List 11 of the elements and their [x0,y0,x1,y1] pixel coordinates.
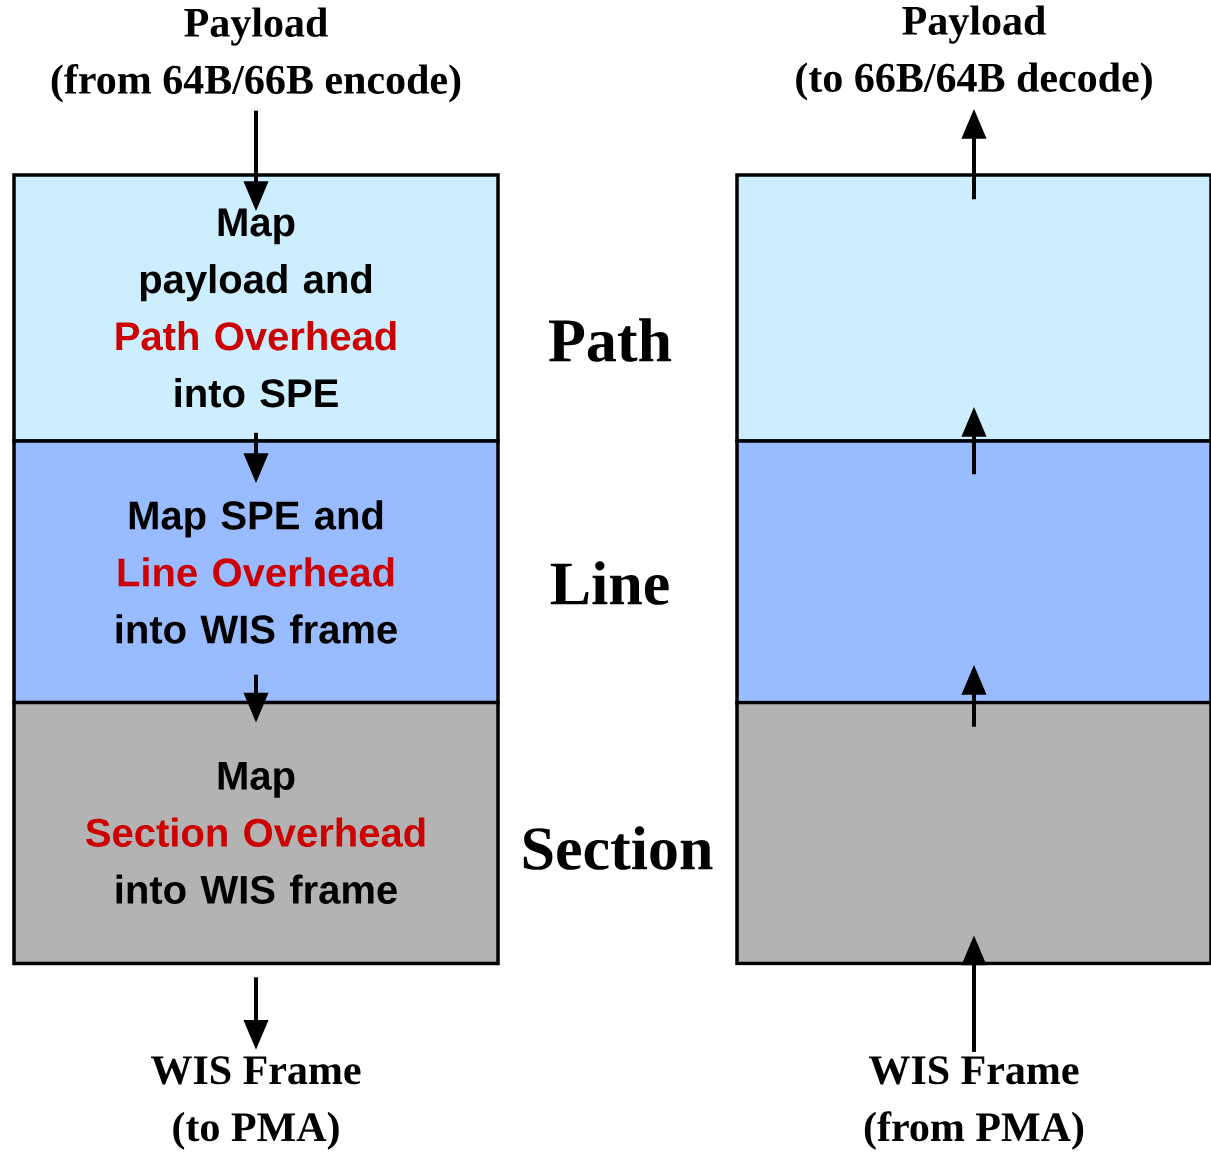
layer-label: Line [550,561,669,605]
process-box: Map SPE and Line Overhead into WIS frame [12,439,500,705]
io-label: WIS Frame (to PMA) [151,1056,361,1150]
io-label: WIS Frame (from PMA) [864,1056,1084,1150]
layer-box [735,700,1211,966]
layer-label: Section [523,826,713,870]
layer-label: Path [549,318,672,362]
process-box: Map Section Overhead into WIS frame [12,700,500,966]
io-label: Payload (to 66B/64B decode) [796,5,1152,101]
process-box: Map payload and Path Overhead into SPE [12,173,500,443]
io-label: Payload (from 64B/66B encode) [51,7,461,103]
